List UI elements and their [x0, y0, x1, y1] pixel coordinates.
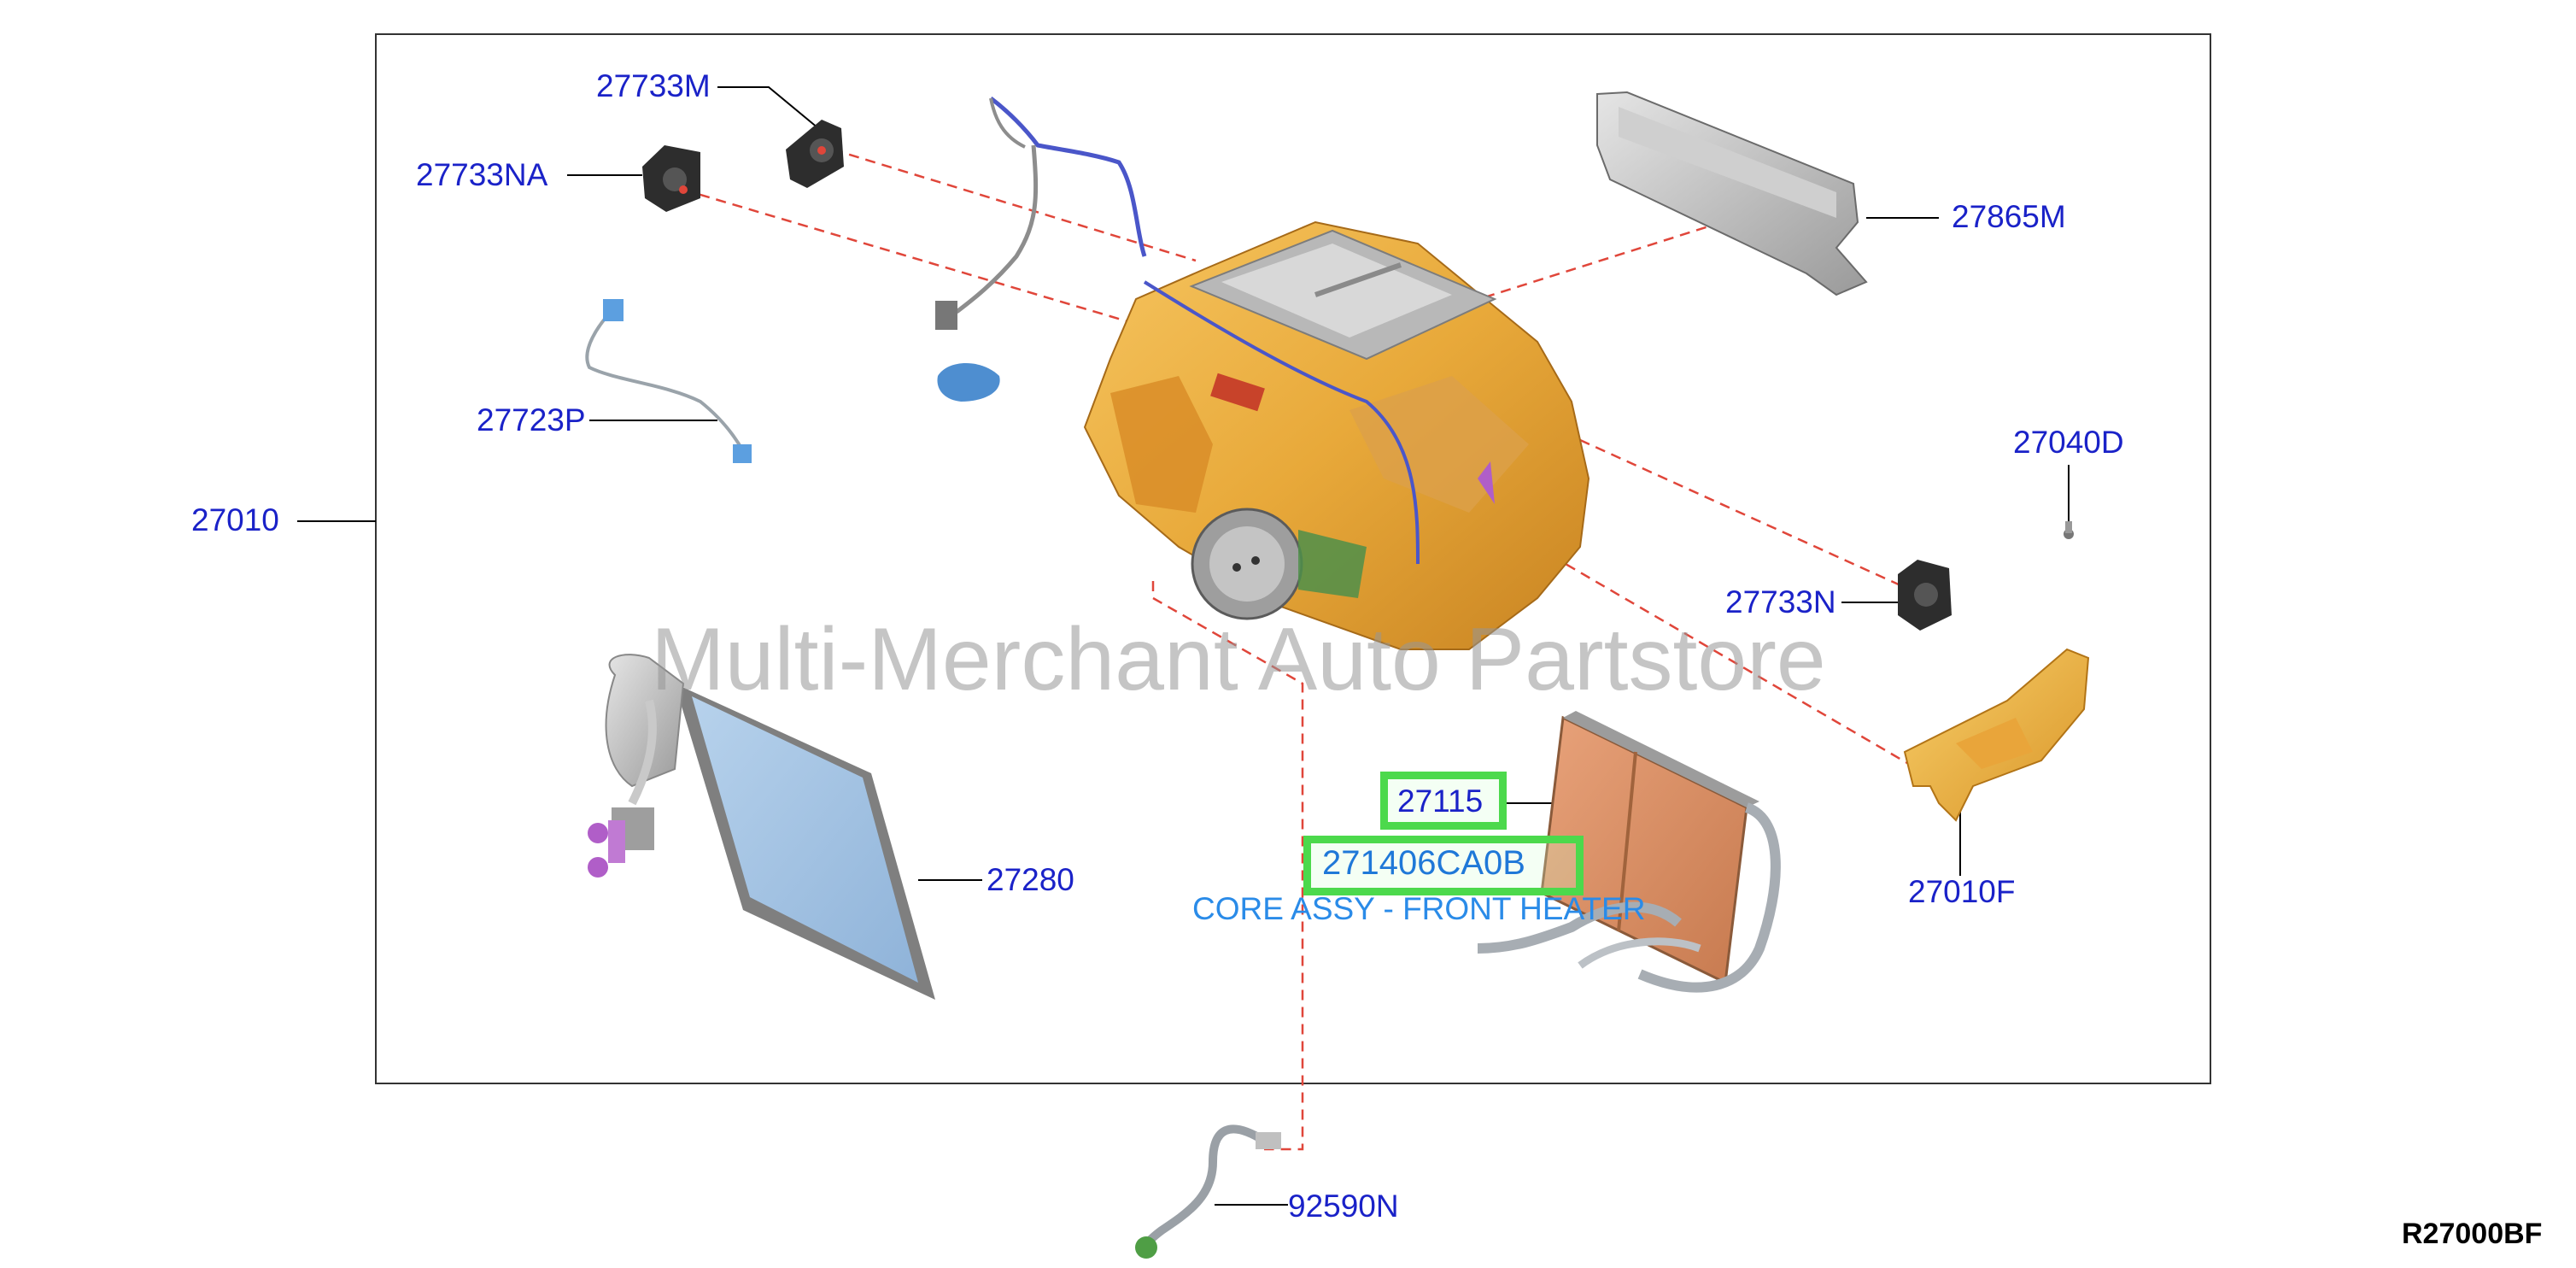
callout-27280[interactable]: 27280	[986, 862, 1074, 897]
bolt-27040d[interactable]	[2064, 521, 2074, 539]
pipe-92590n[interactable]	[1135, 1124, 1281, 1259]
wire-harness[interactable]	[935, 97, 1147, 330]
heater-core-271406ca0b[interactable]	[1477, 711, 1781, 993]
clip-blue	[937, 363, 1000, 402]
callout-27865m[interactable]: 27865M	[1952, 199, 2066, 234]
callout-27723p[interactable]: 27723P	[477, 402, 586, 437]
aspirator-hose-27723p[interactable]	[585, 299, 752, 463]
callout-27733na[interactable]: 27733NA	[416, 157, 548, 192]
actuator-27733n[interactable]	[1898, 560, 1952, 631]
duct-27010f[interactable]	[1903, 648, 2090, 822]
callout-27010[interactable]: 27010	[191, 502, 279, 537]
callout-27733n[interactable]: 27733N	[1725, 584, 1836, 619]
actuator-27733na[interactable]	[642, 145, 700, 212]
callout-92590n[interactable]: 92590N	[1288, 1189, 1399, 1224]
callout-27115[interactable]: 27115	[1397, 784, 1484, 819]
evaporator-27280[interactable]	[588, 654, 935, 1000]
leader-lines	[297, 86, 2070, 1206]
diagram-frame	[375, 33, 2211, 1084]
callout-271406ca0b[interactable]: 271406CA0B	[1322, 844, 1525, 882]
diagram-reference-code: R27000BF	[2402, 1218, 2543, 1250]
callout-27010f[interactable]: 27010F	[1908, 874, 2016, 909]
hvac-unit-body[interactable]	[1083, 220, 1590, 650]
filter-housing-27865m[interactable]	[1596, 91, 1868, 296]
highlight-box-27115	[1380, 772, 1507, 830]
highlight-box-271406ca0b	[1303, 836, 1584, 895]
callout-27733m[interactable]: 27733M	[596, 68, 711, 103]
callout-27040d[interactable]: 27040D	[2013, 425, 2124, 460]
selected-part-description: CORE ASSY - FRONT HEATER	[1192, 891, 1646, 926]
dashed-leaders	[682, 148, 1918, 1151]
actuator-27733m[interactable]	[786, 120, 844, 188]
